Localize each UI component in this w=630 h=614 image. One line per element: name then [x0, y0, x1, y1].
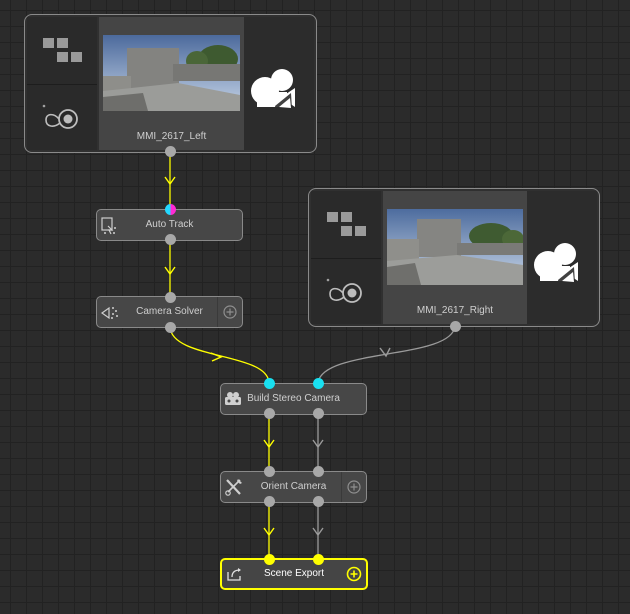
clip-node-right[interactable]: MMI_2617_Right: [308, 188, 600, 327]
movie-camera-icon[interactable]: [527, 191, 597, 324]
node-label: Build Stereo Camera: [247, 393, 340, 404]
plus-circle-icon[interactable]: [341, 472, 366, 502]
output-port[interactable]: [164, 321, 176, 333]
wire-arrow: [263, 439, 275, 449]
solver-icon: [99, 299, 121, 325]
input-port[interactable]: [312, 377, 324, 389]
node-label: Auto Track: [145, 219, 194, 230]
export-icon: [224, 562, 246, 588]
input-port[interactable]: [263, 553, 275, 565]
input-port[interactable]: [312, 553, 324, 565]
tools-icon: [223, 474, 245, 500]
wire-arrow: [379, 347, 391, 358]
output-port[interactable]: [449, 320, 461, 332]
wire-arrow: [164, 266, 176, 276]
movie-camera-icon[interactable]: [244, 17, 314, 150]
squares-icon[interactable]: [27, 17, 97, 85]
wire-arrow: [312, 439, 324, 449]
node-label: Scene Export: [263, 568, 325, 579]
node-label: Orient Camera: [260, 481, 327, 492]
wire-arrow: [312, 527, 324, 537]
output-port[interactable]: [164, 233, 176, 245]
clip-name-label: MMI_2617_Right: [416, 305, 494, 316]
node-scene-export[interactable]: Scene Export: [220, 558, 368, 590]
clip-node-left[interactable]: MMI_2617_Left: [24, 14, 317, 153]
stereo-camera-icon: [223, 386, 245, 412]
input-port[interactable]: [312, 465, 324, 477]
wire-arrow: [263, 527, 275, 537]
plus-circle-icon[interactable]: [342, 560, 366, 588]
node-build-stereo-camera[interactable]: Build Stereo Camera: [220, 383, 367, 415]
input-port[interactable]: [263, 465, 275, 477]
camera-target-icon[interactable]: [27, 85, 97, 150]
wire-solver-to-stereo: [169, 326, 270, 384]
output-port[interactable]: [312, 495, 324, 507]
node-orient-camera[interactable]: Orient Camera: [220, 471, 367, 503]
output-port[interactable]: [263, 495, 275, 507]
output-port[interactable]: [312, 407, 324, 419]
track-icon: [99, 212, 121, 238]
input-port[interactable]: [263, 377, 275, 389]
output-port[interactable]: [164, 145, 176, 157]
plus-circle-icon[interactable]: [217, 297, 242, 327]
wire-arrow: [210, 352, 223, 362]
input-port[interactable]: [164, 291, 176, 303]
squares-icon[interactable]: [311, 191, 381, 259]
output-port[interactable]: [263, 407, 275, 419]
camera-target-icon[interactable]: [311, 259, 381, 324]
input-port[interactable]: [164, 203, 176, 215]
clip-thumbnail: [387, 209, 523, 285]
node-label: Camera Solver: [136, 306, 203, 317]
clip-name-label: MMI_2617_Left: [136, 131, 207, 142]
wire-arrow: [164, 176, 176, 186]
clip-thumbnail: [103, 35, 240, 111]
